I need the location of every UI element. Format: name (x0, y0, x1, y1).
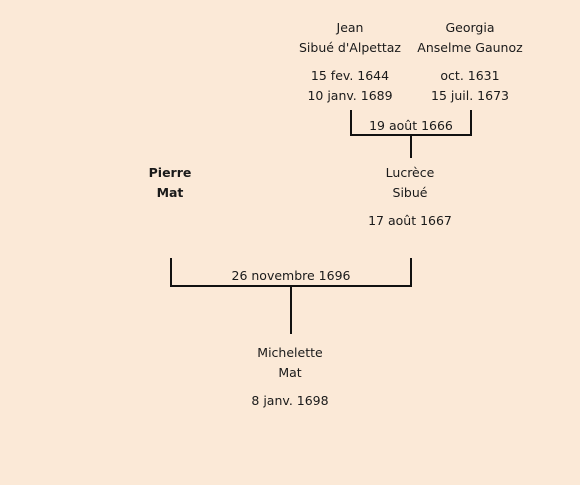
person-last-name: Anselme Gaunoz (417, 40, 523, 55)
person-birth-date: 17 août 1667 (368, 213, 452, 228)
person-first-name: Lucrèce (385, 165, 435, 180)
person-jean: Jean Sibué d'Alpettaz 15 fev. 1644 10 ja… (290, 18, 410, 106)
connector-line (410, 136, 412, 158)
person-pierre[interactable]: Pierre Mat (120, 163, 220, 203)
marriage-date: 19 août 1666 (369, 118, 453, 133)
marriage-date: 26 novembre 1696 (231, 268, 351, 283)
connector-line (470, 110, 472, 136)
person-last-name: Sibué (392, 185, 428, 200)
person-death-date: 10 janv. 1689 (307, 88, 393, 103)
person-first-name: Georgia (445, 20, 495, 35)
connector-line (170, 285, 412, 287)
connector-line (410, 258, 412, 287)
connector-line (170, 258, 172, 287)
person-lucrece: Lucrèce Sibué 17 août 1667 (350, 163, 470, 231)
person-birth-date: 8 janv. 1698 (251, 393, 329, 408)
connector-line (350, 134, 472, 136)
person-first-name: Jean (336, 20, 364, 35)
person-birth-date: 15 fev. 1644 (310, 68, 390, 83)
person-last-name: Mat (156, 185, 184, 200)
person-last-name: Sibué d'Alpettaz (299, 40, 401, 55)
person-first-name: Michelette (257, 345, 323, 360)
connector-line (290, 287, 292, 334)
person-birth-date: oct. 1631 (440, 68, 500, 83)
connector-line (350, 110, 352, 136)
person-first-name: Pierre (148, 165, 192, 180)
person-death-date: 15 juil. 1673 (431, 88, 509, 103)
person-georgia: Georgia Anselme Gaunoz oct. 1631 15 juil… (410, 18, 530, 106)
person-michelette: Michelette Mat 8 janv. 1698 (230, 343, 350, 411)
person-last-name: Mat (278, 365, 302, 380)
